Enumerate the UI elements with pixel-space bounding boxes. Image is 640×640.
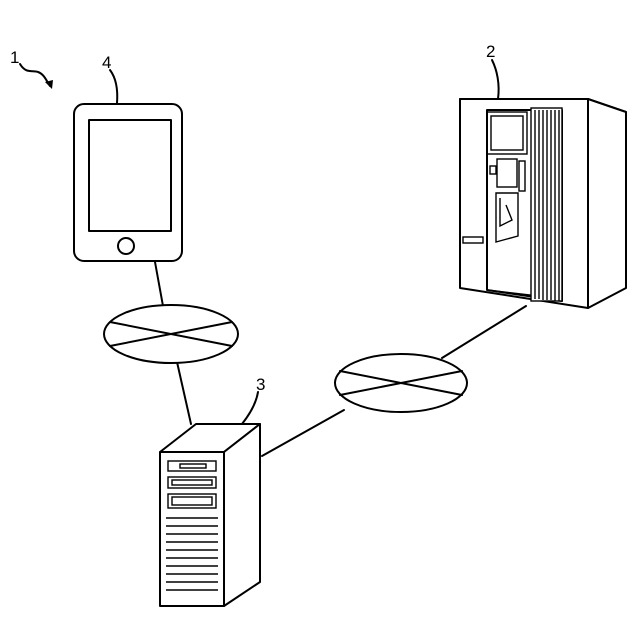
system-arrow: [20, 64, 50, 86]
link-network-a-to-server: [177, 362, 191, 424]
server-leader: [242, 392, 258, 424]
ref-label-tablet: 4: [102, 53, 111, 72]
curtain: [531, 108, 562, 301]
network-a-icon: [104, 305, 238, 363]
ref-label-booth: 2: [486, 42, 495, 61]
booth-icon: [460, 99, 626, 308]
server-icon: [160, 424, 260, 606]
link-server-to-network-b: [262, 410, 344, 456]
tablet-icon: [74, 104, 182, 261]
tablet-leader: [110, 70, 117, 103]
ref-label-server: 3: [256, 375, 265, 394]
link-network-b-to-booth: [442, 306, 526, 358]
network-b-icon: [335, 354, 467, 412]
booth-leader: [492, 60, 499, 99]
link-tablet-to-network-a: [155, 262, 163, 306]
ref-label-system: 1: [10, 48, 19, 67]
